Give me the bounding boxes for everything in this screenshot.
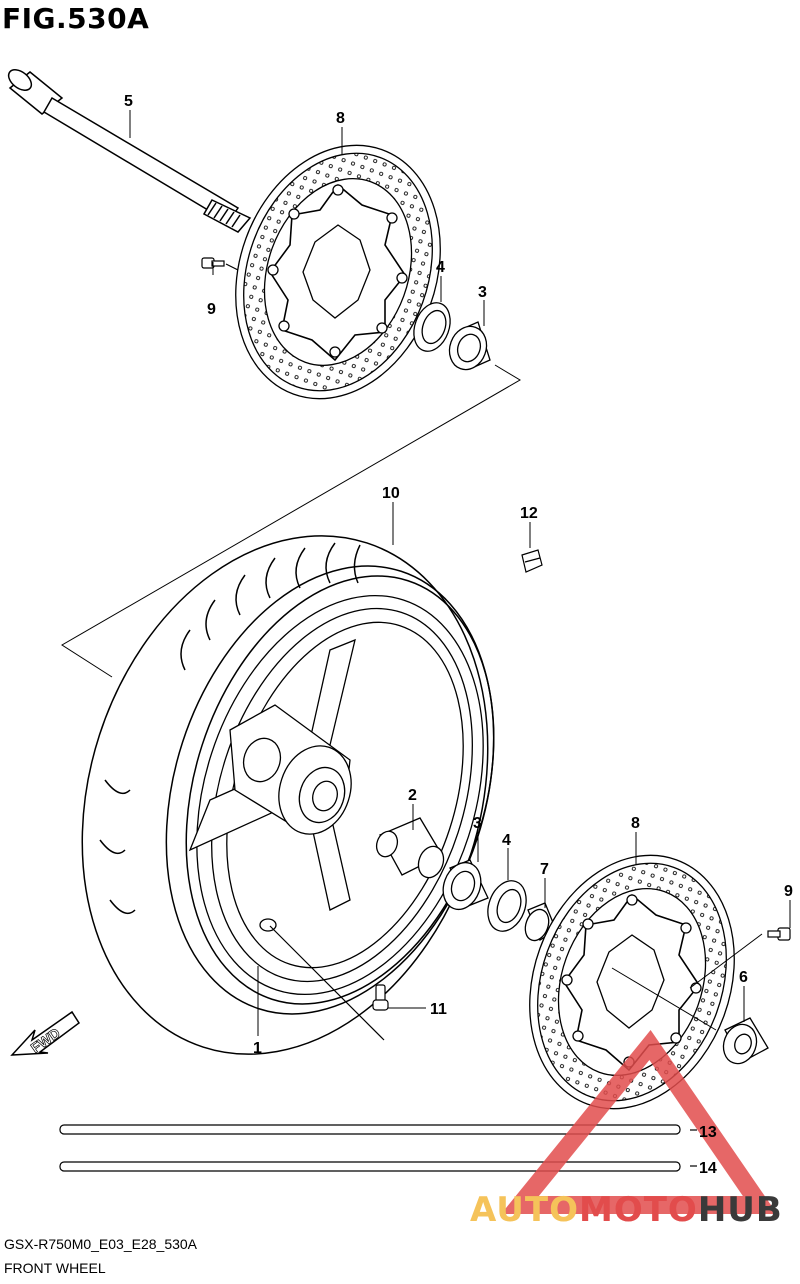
callout-13: 13 — [699, 1124, 717, 1141]
callout-8-upper: 8 — [336, 110, 345, 127]
figure-title: FIG.530A — [2, 2, 150, 35]
callout-12: 12 — [520, 505, 538, 522]
callout-4-lower: 4 — [502, 832, 511, 849]
callout-3-upper: 3 — [478, 284, 487, 301]
callout-2: 2 — [408, 787, 417, 804]
callout-7: 7 — [540, 861, 549, 878]
figure-code: GSX-R750M0_E03_E28_530A — [4, 1236, 198, 1252]
brake-disc-lower — [529, 854, 735, 1110]
rim-tape-strips — [59, 1124, 697, 1172]
lower-guide-line — [611, 933, 763, 1031]
callout-6: 6 — [739, 969, 748, 986]
tire-valve — [269, 925, 389, 1041]
watermark-part3: HUB — [697, 1190, 783, 1230]
wheel-rim — [188, 594, 484, 996]
watermark-triangle-icon — [501, 1029, 778, 1214]
callout-8-lower: 8 — [631, 815, 640, 832]
callout-9-lower: 9 — [784, 883, 793, 900]
oil-seal-lower — [487, 880, 527, 932]
callout-leaders — [129, 110, 791, 1036]
bearing-lower — [442, 859, 489, 911]
assembly-guide-lines — [61, 364, 521, 678]
callout-1: 1 — [253, 1040, 262, 1057]
oil-seal-upper — [413, 302, 451, 352]
brake-disc-upper — [235, 144, 441, 400]
balancer-weight — [521, 549, 543, 573]
axle-collar — [722, 1017, 769, 1065]
bearing-upper — [448, 321, 491, 371]
callout-14: 14 — [699, 1160, 717, 1177]
disc-bolt-lower — [767, 927, 791, 941]
watermark-part2: MOTO — [578, 1190, 698, 1230]
wheel-spacer — [375, 817, 445, 879]
callout-4-upper: 4 — [436, 259, 445, 276]
callout-11: 11 — [430, 1001, 447, 1018]
callout-3-lower: 3 — [473, 815, 482, 832]
forward-arrow-icon: FWD — [10, 1010, 81, 1056]
callout-10: 10 — [382, 485, 400, 502]
callout-numbers: 5 8 9 4 3 10 12 2 3 4 7 8 9 6 11 1 13 14 — [124, 93, 793, 1177]
figure-name: FRONT WHEEL — [4, 1260, 106, 1276]
callout-5: 5 — [124, 93, 133, 110]
disc-bolt-upper — [201, 257, 239, 271]
axle-shaft — [7, 69, 252, 233]
callout-9-upper: 9 — [207, 301, 216, 318]
watermark-logo: AUTOMOTOHUB — [470, 1190, 783, 1230]
watermark-part1: AUTO — [470, 1190, 579, 1230]
